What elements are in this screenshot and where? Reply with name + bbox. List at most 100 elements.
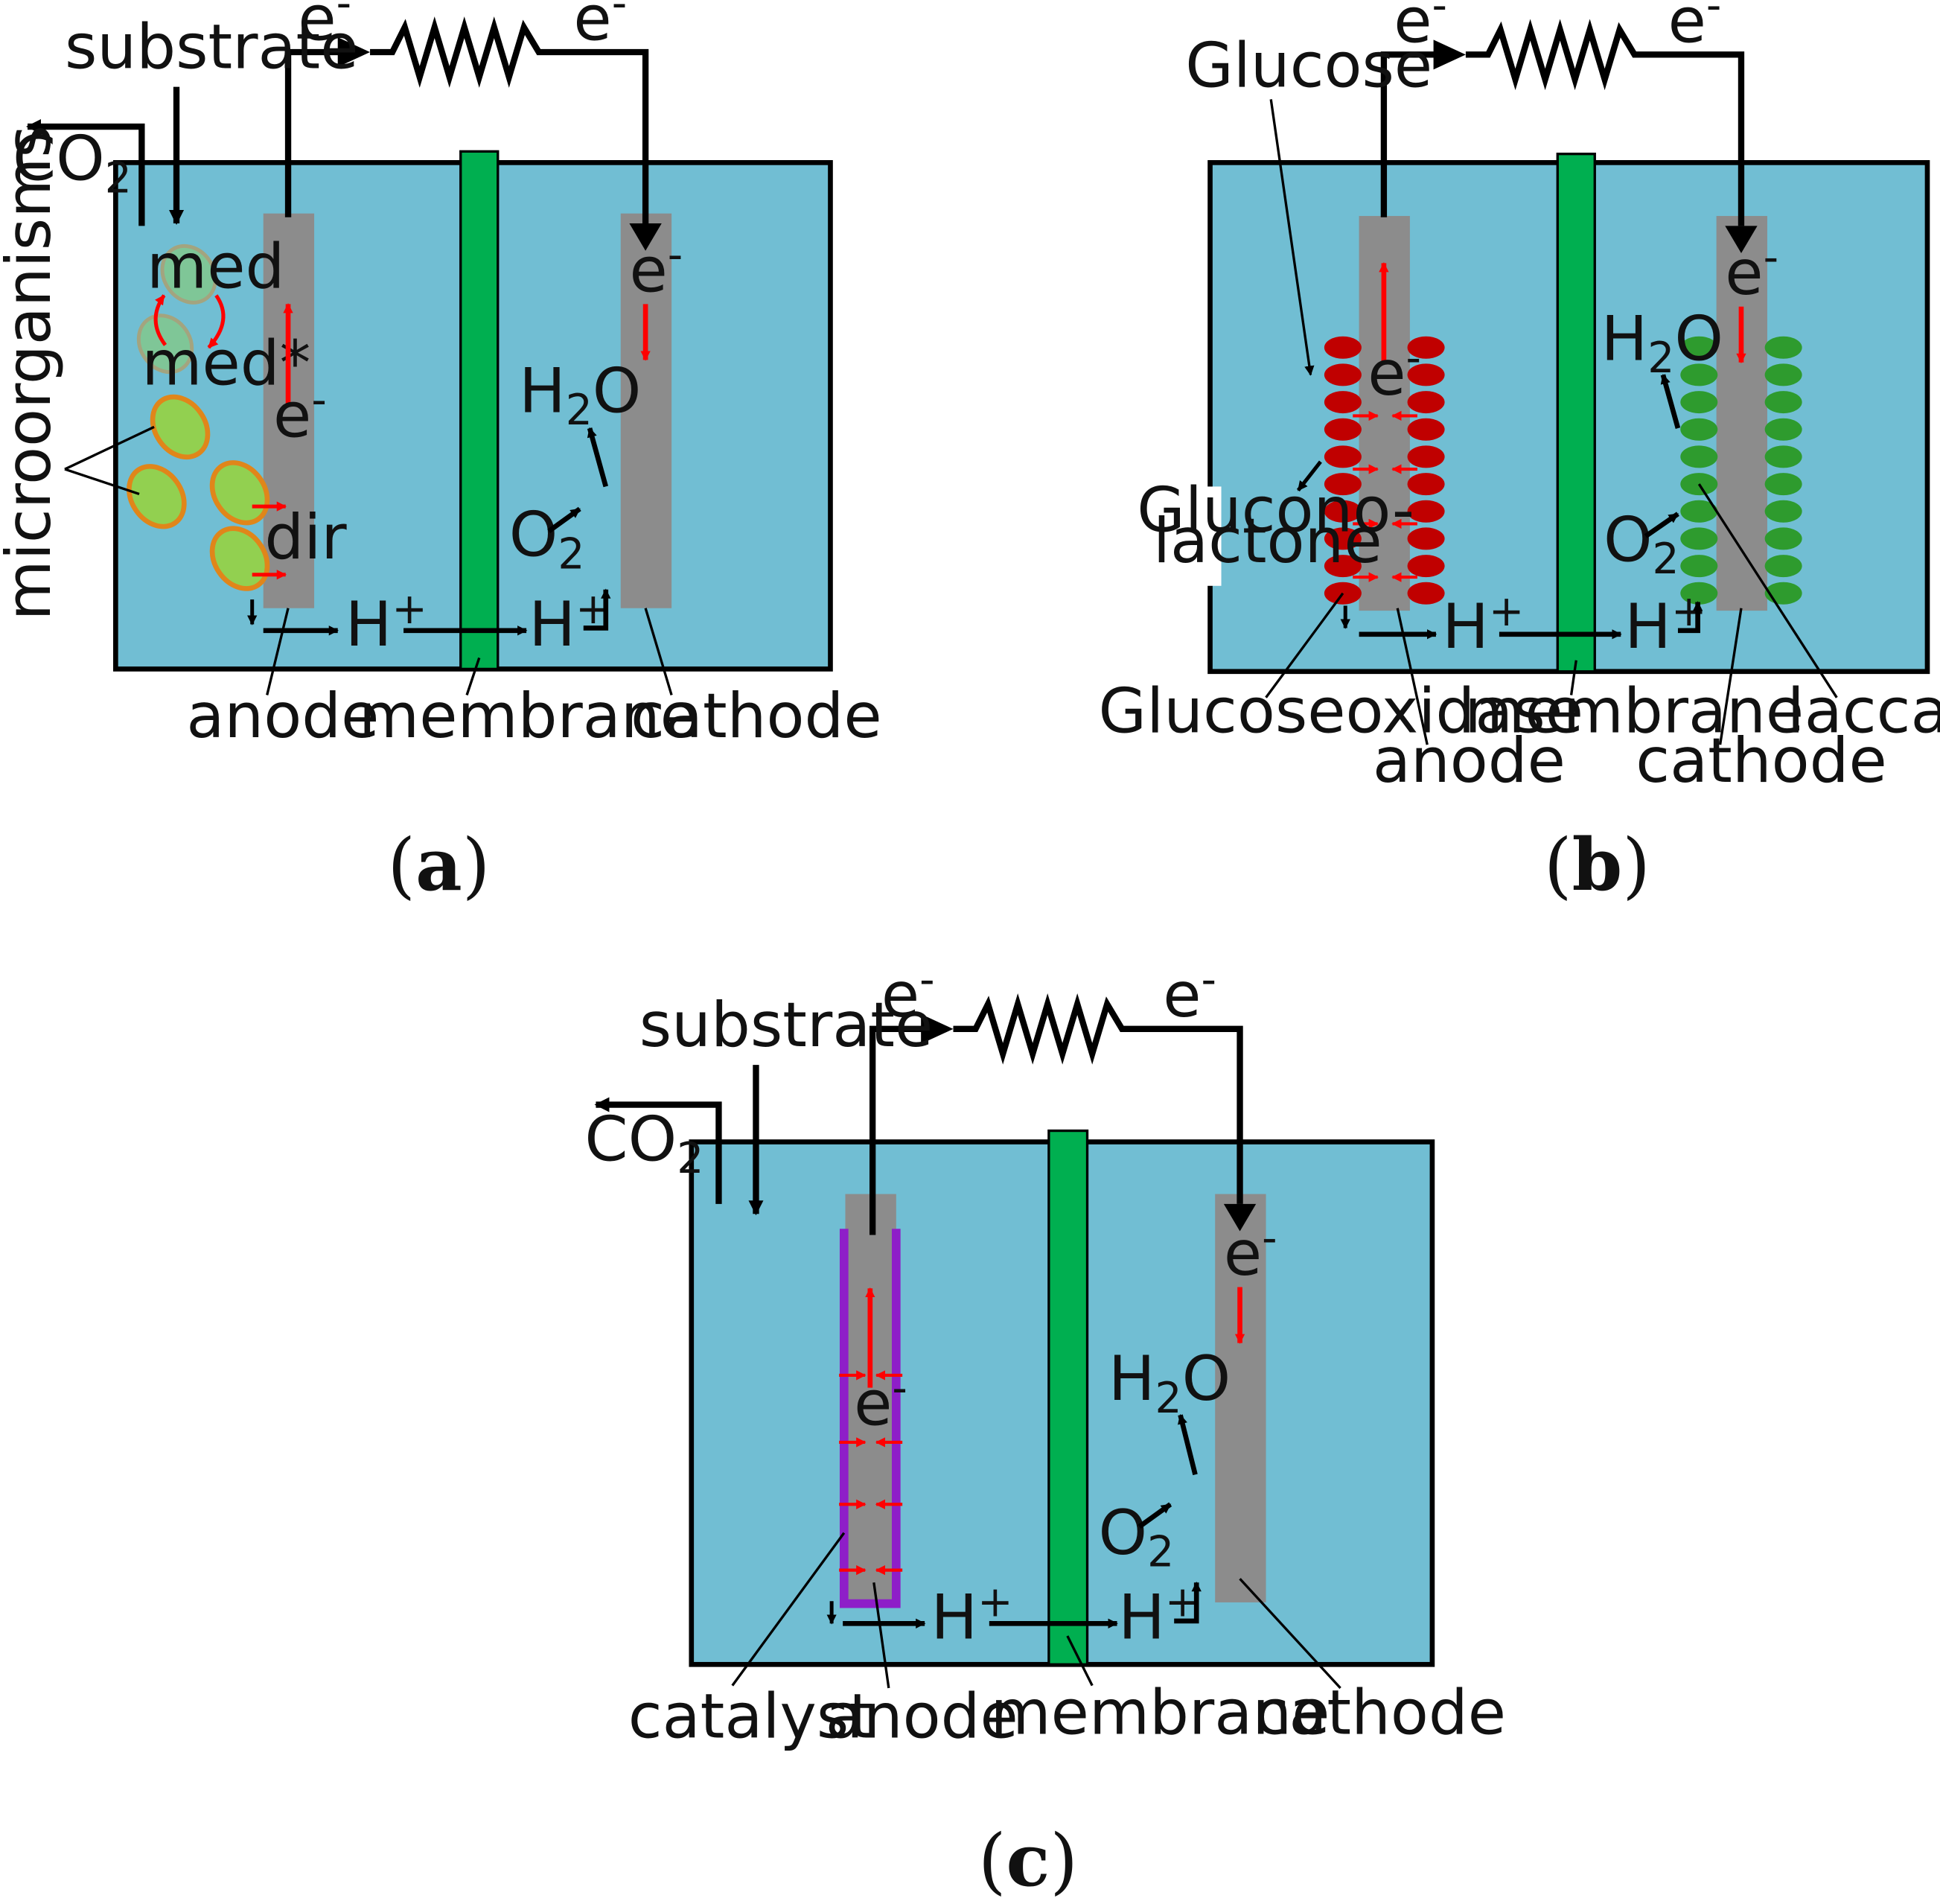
enzyme-laccase [1680, 445, 1718, 468]
electron-label-right: e- [1668, 0, 1722, 57]
enzyme-glucose-oxidase [1407, 555, 1445, 578]
electron-label-left: e- [1394, 0, 1447, 57]
enzyme-glucose-oxidase [1324, 445, 1362, 468]
h2o-label: H2O [519, 354, 641, 435]
o2-arrow [1644, 512, 1679, 538]
laccase-layer [1680, 336, 1802, 605]
anode-label: anode [826, 1681, 1018, 1753]
microorganism [150, 394, 211, 460]
enzyme-glucose-oxidase [1324, 527, 1362, 550]
cathode-pointer [1239, 1578, 1341, 1690]
cathode-electrode [620, 213, 672, 608]
anode-inward-arrows [1353, 410, 1417, 582]
enzyme-glucose-oxidase [1324, 418, 1362, 441]
laccase-pointer [1697, 483, 1838, 698]
electron-label-right: e- [573, 0, 627, 54]
panel-c: e- e- substrate CO2 e- e- H2O O2 H+ [584, 955, 1506, 1903]
catalyst-label: catalyst [628, 1681, 873, 1753]
glucose-label: Glucose [1185, 30, 1432, 102]
caption-b: (b) [1544, 822, 1650, 907]
co2-label: CO2 [584, 1104, 703, 1184]
enzyme-glucose-oxidase [1407, 500, 1445, 523]
circuit-wire [869, 1025, 944, 1235]
catalyst-pointer [731, 1532, 846, 1687]
enzyme-glucose-oxidase [1324, 391, 1362, 414]
enzyme-glucose-oxidase [1407, 336, 1445, 359]
anode-electrode [263, 213, 315, 608]
enzyme-glucose-oxidase [1324, 473, 1362, 496]
membrane-pointer [465, 657, 481, 695]
cathode-label: cathode [1255, 1677, 1507, 1749]
membrane [1556, 153, 1596, 673]
cathode-electrode [1215, 1194, 1266, 1602]
anode-electron-label: e- [273, 376, 327, 452]
cathode-arrow-head [1725, 226, 1758, 254]
resistor [370, 16, 649, 224]
enzyme-glucose-oxidase [1324, 363, 1362, 386]
substrate-label: substrate [65, 11, 358, 83]
anode-pointer [266, 608, 290, 695]
microorganisms-pointer [64, 468, 140, 496]
mediator-microbe-top [160, 243, 217, 305]
enzyme-laccase [1680, 527, 1718, 550]
anode-label: anode [1373, 725, 1566, 797]
h2o-label: H2O [1601, 302, 1723, 383]
med-label: med [147, 231, 284, 303]
enzyme-glucose-oxidase [1324, 500, 1362, 523]
membrane [1047, 1129, 1089, 1666]
membrane [459, 150, 500, 671]
proton-label-cathode: H+ [1624, 587, 1706, 663]
o2-label: O2 [1604, 503, 1679, 584]
enzyme-laccase [1764, 500, 1802, 523]
cathode-electrode [1716, 216, 1767, 611]
enzyme-laccase [1764, 445, 1802, 468]
co2-label: CO2 [13, 123, 132, 203]
o2-arrow [547, 506, 581, 534]
enzyme-laccase [1764, 391, 1802, 414]
membrane-label: membrane [991, 1677, 1330, 1749]
mediator-cycle-left-arrow [153, 294, 167, 346]
microorganism [127, 464, 187, 529]
cathode-pointer [1718, 608, 1743, 745]
enzyme-glucose-oxidase [1324, 555, 1362, 578]
med-star-label: med* [141, 328, 310, 400]
anode-pointer [1396, 608, 1429, 745]
enzyme-laccase [1680, 500, 1718, 523]
anode-electrode [845, 1194, 896, 1604]
proton-to-cathode-arrow [1677, 601, 1703, 634]
o2-label: O2 [509, 499, 585, 579]
cathode-electron-label: e- [629, 231, 683, 307]
cathode-electron-label: e- [1725, 233, 1778, 309]
current-arrow-head [921, 1013, 954, 1044]
co2-arrow [26, 119, 145, 226]
anode-label: anode [186, 680, 379, 752]
enzyme-glucose-oxidase [1407, 527, 1445, 550]
gluconolactone-label-line1: Glucono- [1137, 474, 1414, 546]
anode-pointer [872, 1582, 890, 1689]
enzyme-laccase [1680, 582, 1718, 605]
enzyme-glucose-oxidase [1407, 445, 1445, 468]
cathode-label: cathode [631, 680, 882, 752]
proton-label: H+ [345, 585, 427, 660]
caption-a: (a) [387, 822, 490, 907]
o2-arrow [1137, 1502, 1172, 1529]
substrate-label: substrate [639, 989, 933, 1061]
enzyme-laccase [1764, 336, 1802, 359]
catalyst-inward-arrows [839, 1370, 903, 1576]
o2-label: O2 [1099, 1497, 1175, 1577]
resistor [1465, 19, 1745, 226]
enzyme-glucose-oxidase [1407, 418, 1445, 441]
tank-gap [1204, 486, 1222, 586]
membrane-label: membrane [359, 680, 698, 752]
enzyme-laccase [1680, 363, 1718, 386]
panel-b: e- e- [1099, 0, 1940, 907]
enzyme-laccase [1680, 555, 1718, 578]
co2-arrow [594, 1097, 722, 1204]
membrane-pointer [1066, 1635, 1094, 1687]
enzyme-glucose-oxidase [1407, 473, 1445, 496]
membrane-label: membrane [1464, 675, 1804, 747]
glucose-pointer-arrow [1269, 99, 1315, 376]
cathode-label: cathode [1636, 725, 1887, 797]
panel-a: e- e- substrate CO2 med med* microorgani… [0, 0, 882, 907]
enzyme-laccase [1764, 418, 1802, 441]
